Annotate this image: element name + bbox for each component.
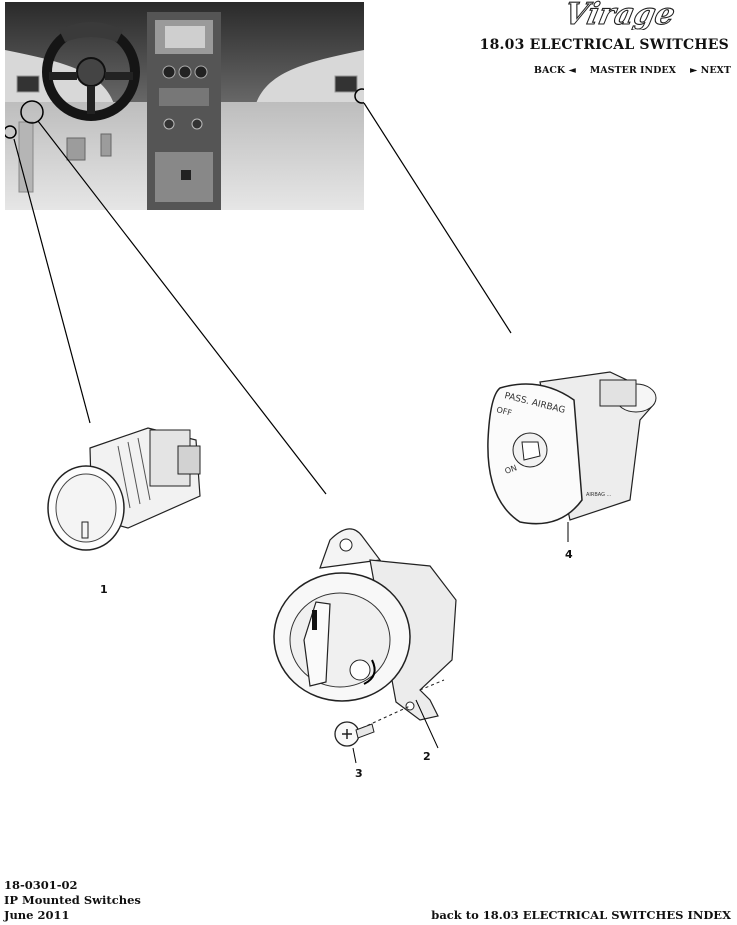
- back-link[interactable]: BACK ◄: [533, 65, 576, 76]
- light-switch-part-2: [273, 528, 457, 749]
- section-title: 18.03 ELECTRICAL SWITCHES: [479, 37, 729, 53]
- svg-text:AIRBAG ...: AIRBAG ...: [586, 492, 612, 498]
- leader-line-1: [13, 138, 91, 424]
- callout-1: 1: [100, 583, 108, 596]
- document-ref: 18-0301-02: [4, 878, 78, 892]
- leader-line-2: [37, 120, 327, 495]
- nav-bar: BACK ◄ MASTER INDEX ► NEXT: [534, 65, 731, 76]
- master-index-link[interactable]: MASTER INDEX: [589, 65, 677, 76]
- callout-4: 4: [565, 548, 573, 561]
- airbag-switch-part-4: PASS. AIRBAG OFF ON AIRBAG ...: [487, 371, 657, 542]
- next-link[interactable]: ► NEXT: [690, 65, 731, 76]
- footer-info: 18-0301-02 IP Mounted Switches June 2011: [4, 878, 141, 923]
- svg-text:Virage: Virage: [566, 0, 678, 30]
- push-switch-part-1: [47, 427, 201, 551]
- leader-line-4: [363, 102, 512, 334]
- document-title: IP Mounted Switches: [4, 893, 141, 907]
- document-date: June 2011: [4, 908, 70, 922]
- svg-text:ON: ON: [504, 463, 519, 476]
- svg-text:OFF: OFF: [496, 405, 514, 418]
- virage-logo: Virage: [566, 0, 679, 30]
- callout-2: 2: [423, 750, 431, 763]
- back-to-index-link[interactable]: back to 18.03 ELECTRICAL SWITCHES INDEX: [431, 908, 731, 922]
- callout-3: 3: [355, 767, 363, 780]
- screw-part-3: [334, 705, 411, 764]
